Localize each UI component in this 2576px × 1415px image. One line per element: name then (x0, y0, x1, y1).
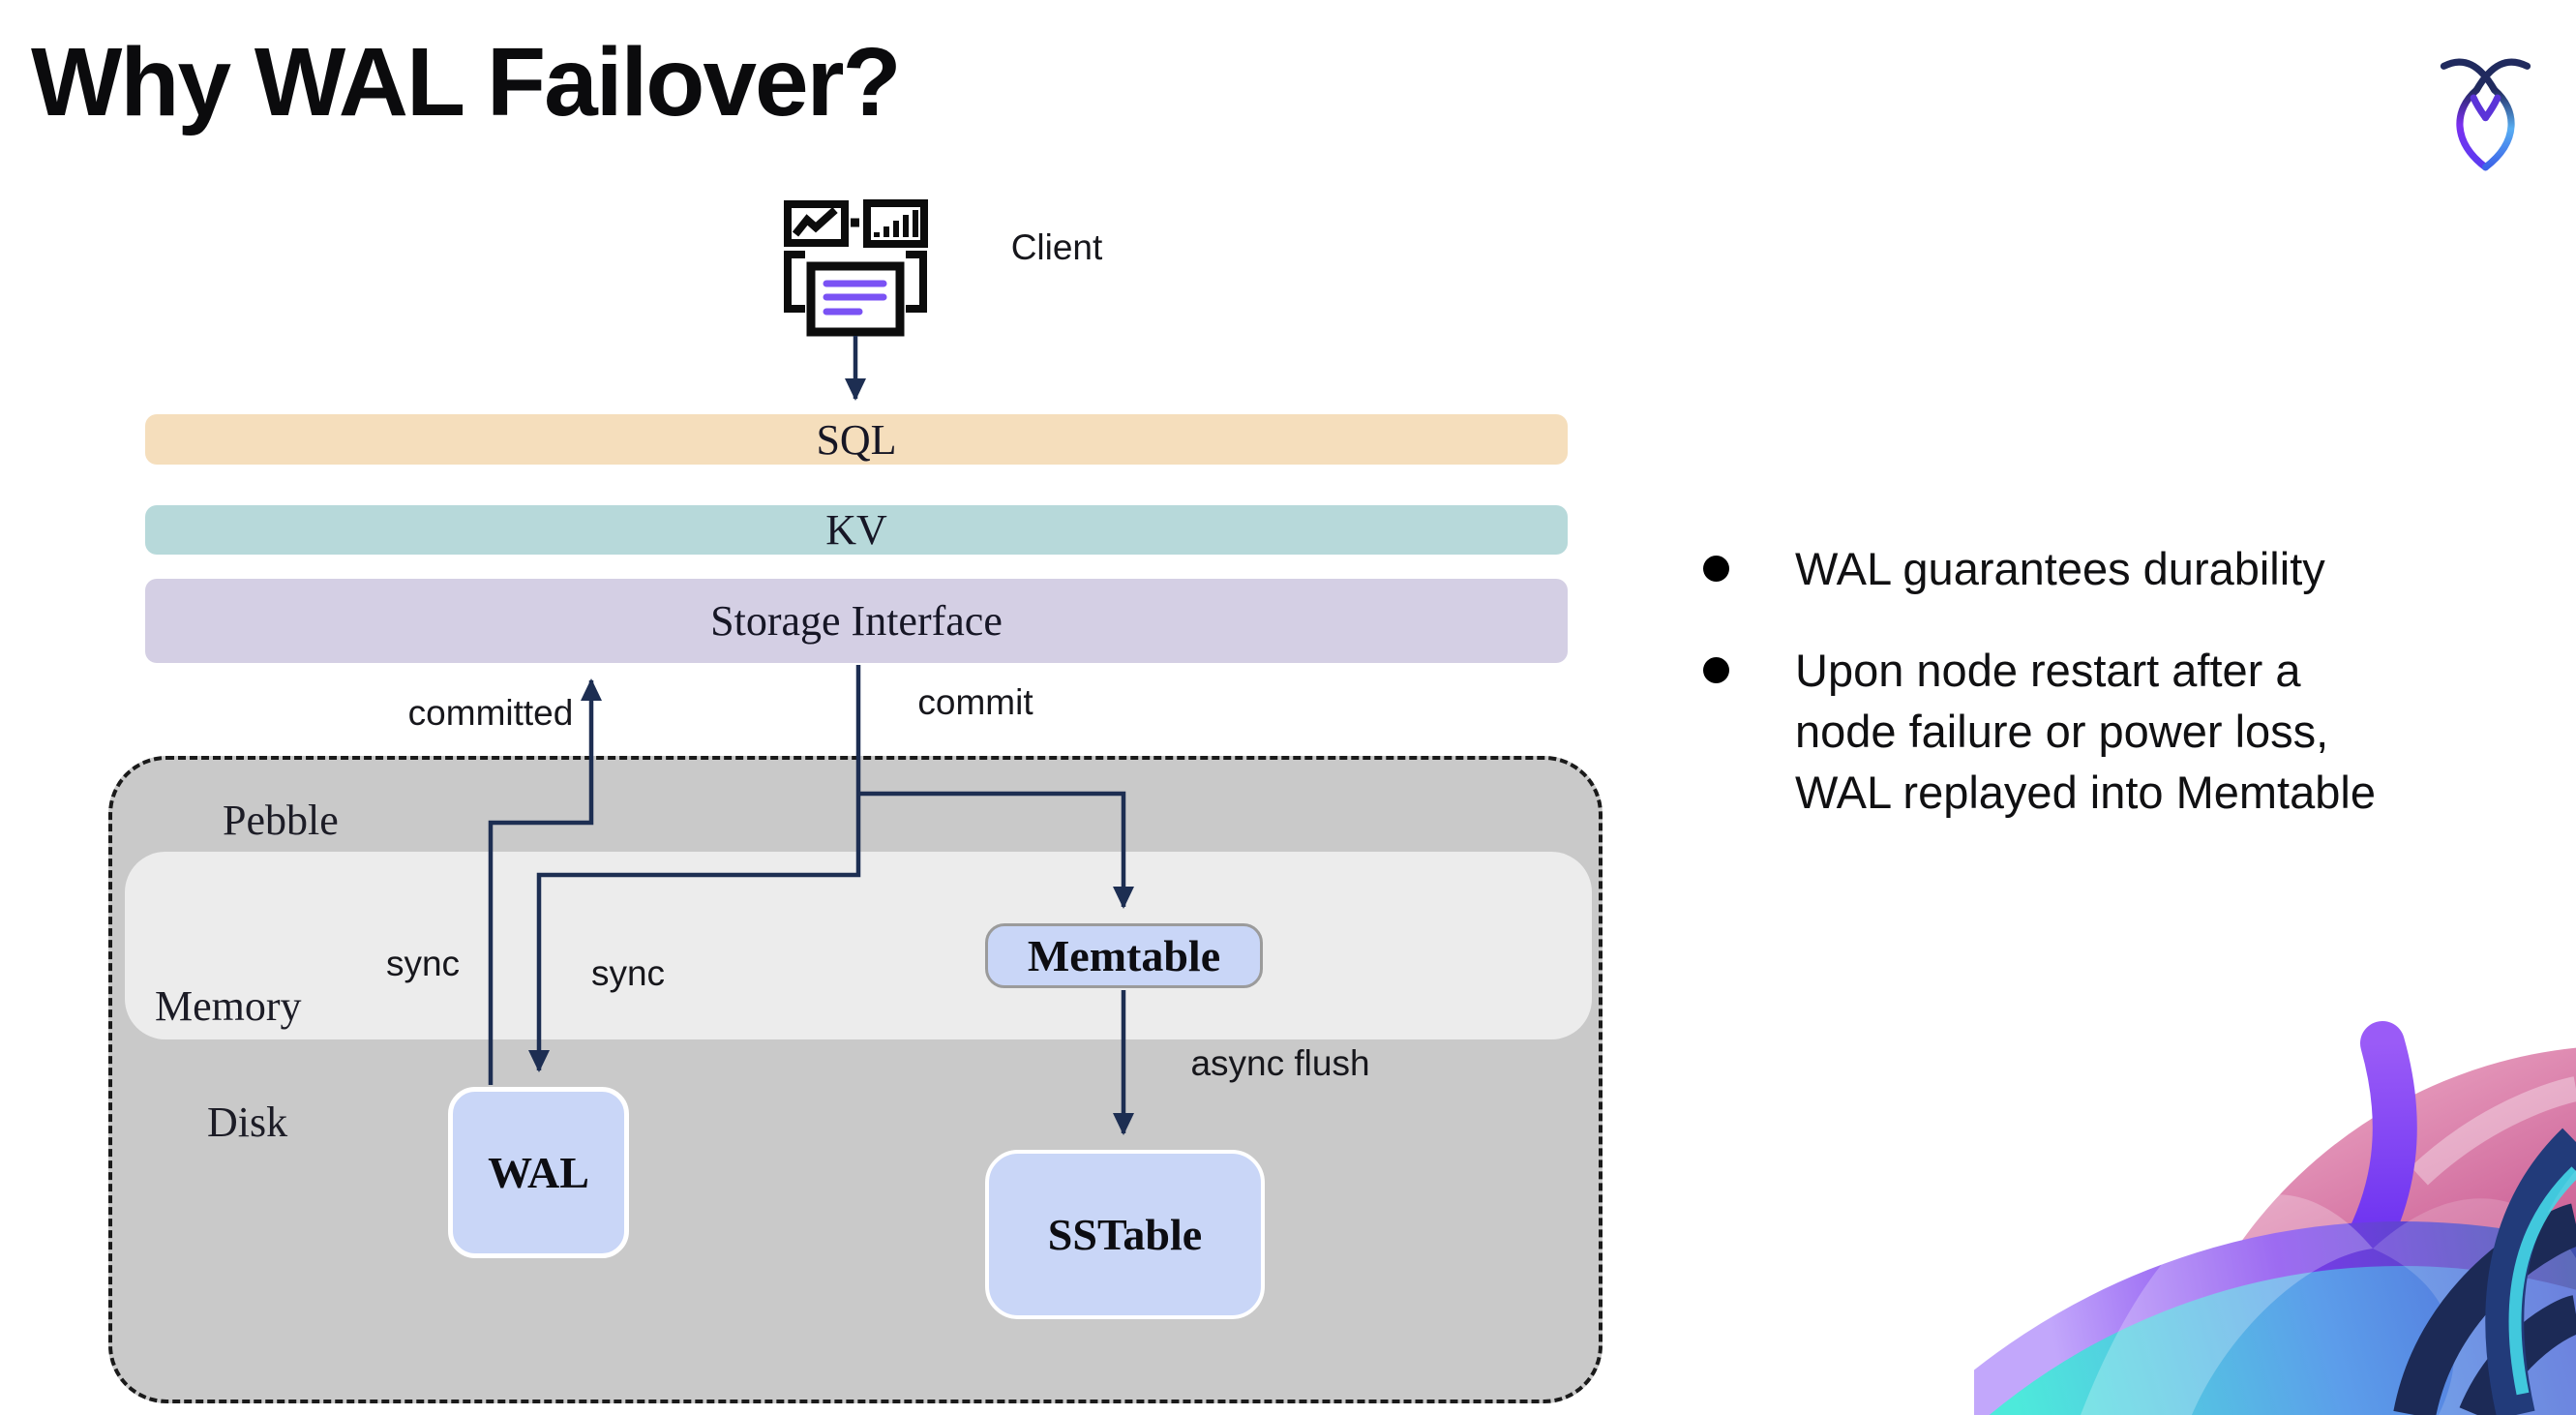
bullet-text: WAL guarantees durability (1795, 543, 2325, 594)
cockroachdb-logo-icon (2440, 58, 2531, 171)
commit-label: commit (917, 682, 1033, 722)
corner-decoration (1974, 1021, 2576, 1415)
layer-storage-interface-label: Storage Interface (710, 597, 1003, 645)
client-label: Client (1010, 227, 1103, 267)
line-chart-icon (784, 200, 849, 247)
bullet-list: WAL guarantees durability Upon node rest… (1703, 538, 2535, 863)
bullet-text: Upon node restart after a node failure o… (1795, 645, 2376, 818)
layer-kv: KV (145, 505, 1568, 555)
list-item: WAL guarantees durability (1703, 538, 2535, 599)
memory-label: Memory (155, 982, 302, 1030)
bullet-dot-icon (1703, 556, 1729, 582)
navy-curve (2485, 1128, 2576, 1415)
left-bracket-icon (784, 251, 805, 313)
list-item: Upon node restart after a node failure o… (1703, 640, 2535, 823)
committed-label: committed (407, 693, 574, 733)
sync-right-label: sync (590, 953, 666, 993)
page-title: Why WAL Failover? (31, 28, 902, 136)
layer-kv-label: KV (825, 506, 887, 554)
disk-label: Disk (207, 1099, 288, 1146)
document-icon (806, 261, 905, 337)
cyan-accent (2508, 1166, 2576, 1396)
layer-sql-label: SQL (816, 415, 897, 464)
wal-node-label: WAL (488, 1148, 589, 1197)
memtable-node-label: Memtable (1027, 931, 1221, 980)
bullet-dot-icon (1703, 657, 1729, 683)
wal-node: WAL (448, 1087, 629, 1258)
purple-rim (1974, 1221, 2576, 1415)
layer-sql: SQL (145, 414, 1568, 465)
sstable-node: SSTable (985, 1150, 1265, 1319)
sstable-node-label: SSTable (1047, 1210, 1203, 1259)
right-bracket-icon (906, 251, 927, 313)
layer-storage-interface: Storage Interface (145, 579, 1568, 663)
memory-band (125, 852, 1592, 1039)
bar-chart-icon (863, 199, 928, 248)
async-flush-label: async flush (1190, 1043, 1370, 1083)
navy-curve (2459, 1295, 2576, 1415)
pebble-label: Pebble (223, 797, 339, 844)
sync-left-label: sync (385, 944, 461, 983)
memtable-node: Memtable (985, 923, 1263, 988)
